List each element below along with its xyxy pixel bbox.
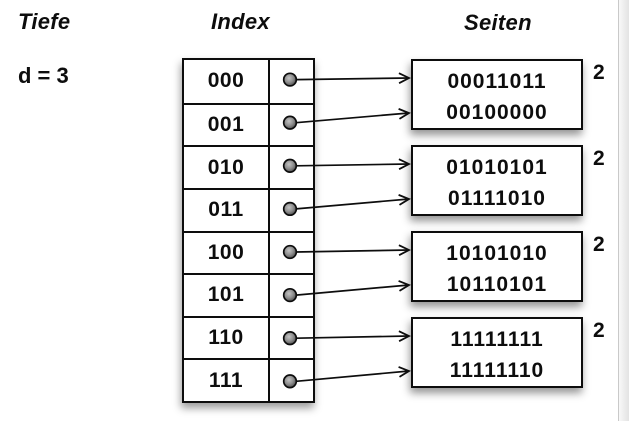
local-depth-badge: 2 (593, 319, 605, 342)
index-row-010: 010 (184, 145, 313, 188)
local-depth-badge: 2 (593, 147, 605, 170)
page-entry: 01111010 (448, 187, 546, 210)
index-key: 110 (184, 317, 270, 359)
index-key: 101 (184, 275, 270, 316)
page-box-4: 11111111 11111110 (411, 317, 583, 388)
pages-header: Seiten (464, 10, 532, 35)
index-key: 111 (184, 360, 270, 401)
page-entry: 10101010 (446, 242, 548, 265)
depth-header: Tiefe (18, 9, 71, 34)
pointer-cell (270, 275, 313, 316)
pointer-cell (270, 190, 313, 231)
page-box-2: 01010101 01111010 (411, 145, 583, 216)
index-table: 000 001 010 011 100 101 110 111 (182, 58, 315, 403)
index-row-011: 011 (184, 187, 313, 231)
page-entry: 01010101 (446, 156, 548, 179)
pointer-cell (270, 360, 313, 401)
index-row-000: 000 (184, 60, 313, 103)
page-entry: 11111110 (449, 359, 545, 382)
index-header: Index (211, 9, 270, 34)
index-row-100: 100 (184, 230, 313, 274)
page-entry: 00011011 (447, 70, 547, 93)
index-key: 000 (184, 60, 270, 103)
pointer-cell (270, 105, 313, 146)
index-row-001: 001 (184, 102, 313, 146)
page-box-3: 10101010 10110101 (411, 231, 583, 302)
local-depth-badge: 2 (593, 233, 605, 256)
page-entry: 00100000 (446, 101, 548, 124)
local-depth-badge: 2 (593, 61, 605, 84)
index-row-111: 111 (184, 358, 313, 401)
page-box-1: 00011011 00100000 (411, 59, 583, 130)
pointer-cell (270, 233, 313, 274)
index-key: 001 (184, 104, 270, 146)
index-key: 100 (184, 232, 270, 274)
index-row-110: 110 (184, 315, 313, 359)
page-entry: 10110101 (446, 273, 548, 296)
page-entry: 11111111 (450, 328, 544, 351)
pointer-cell (270, 60, 313, 103)
global-depth-value: d = 3 (18, 63, 69, 88)
pointer-cell (270, 318, 313, 359)
index-key: 010 (184, 147, 270, 188)
pointer-cell (270, 147, 313, 188)
index-row-101: 101 (184, 273, 313, 316)
index-key: 011 (184, 189, 270, 231)
canvas-edge-shadow (618, 0, 629, 421)
